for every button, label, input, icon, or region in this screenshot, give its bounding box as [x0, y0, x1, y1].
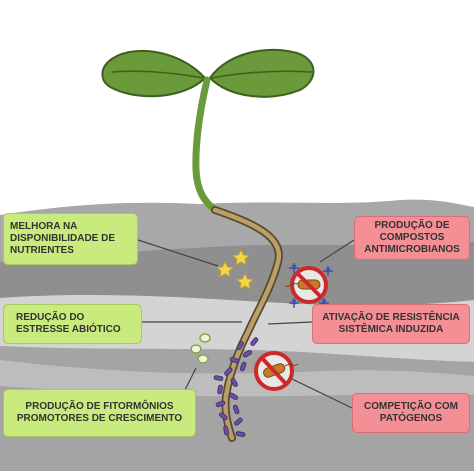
bacteria-rod — [215, 400, 226, 408]
star-icon — [216, 261, 234, 278]
bacteria-rod — [250, 337, 259, 346]
star-icon — [236, 273, 254, 290]
label-line: ANTIMICROBIANOS — [364, 244, 460, 255]
hormone-bubble — [190, 344, 202, 354]
no-entry-icon — [284, 266, 328, 304]
label-line: PRODUÇÃO DE FITORMÔNIOS — [25, 401, 174, 412]
label-induced-resistance: ATIVAÇÃO DE RESISTÊNCIA SISTÊMICA INDUZI… — [312, 304, 470, 344]
bacteria-rod — [228, 392, 238, 400]
connector-antimicrobial — [319, 239, 355, 263]
bacteria-flagellum — [284, 363, 299, 367]
label-line: SISTÊMICA INDUZIDA — [338, 324, 444, 335]
root-bacteria-cluster — [213, 337, 259, 437]
compound-spike — [289, 298, 299, 308]
compound-spike — [323, 266, 333, 276]
soil-lower-light — [0, 360, 474, 397]
nutrient-stars — [216, 249, 254, 290]
bacteria-rod — [223, 425, 229, 436]
star-icon — [232, 249, 250, 266]
label-line: NUTRIENTES — [10, 245, 74, 256]
bacteria-rod — [213, 375, 224, 381]
bacteria-rod — [242, 350, 252, 358]
connector-nutrients — [137, 239, 219, 267]
compound-spike — [319, 298, 329, 308]
label-line: PRODUÇÃO DE — [374, 220, 450, 231]
label-nutrient-availability: MELHORA NA DISPONIBILIDADE DE NUTRIENTES — [3, 213, 138, 265]
seedling-leaves — [101, 48, 315, 98]
plant-stem — [192, 76, 219, 214]
bacteria-rod — [236, 341, 244, 351]
connector-lines — [137, 239, 355, 409]
right-leaf — [208, 48, 315, 98]
right-leaf-vein — [211, 70, 313, 79]
bacteria-rod — [235, 431, 246, 437]
label-phytohormones: PRODUÇÃO DE FITORMÔNIOS PROMOTORES DE CR… — [3, 389, 196, 437]
hormone-bubble — [199, 333, 211, 343]
bacteria-flagellum — [284, 283, 299, 287]
bacteria-rod — [217, 384, 223, 395]
bacteria-rod — [224, 367, 233, 376]
label-line: PROMOTORES DE CRESCIMENTO — [16, 413, 183, 424]
no-entry-icon — [254, 351, 299, 391]
connector-competition — [289, 377, 353, 409]
plant-root-inner — [212, 207, 282, 441]
phytohormone-bubbles — [190, 333, 211, 364]
connector-resistance — [267, 321, 313, 325]
label-abiotic-stress: REDUÇÃO DO ESTRESSE ABIÓTICO — [3, 304, 142, 344]
left-leaf-vein — [111, 70, 204, 79]
label-pathogen-competition: COMPETIÇÃO COM PATÓGENOS — [352, 393, 470, 433]
label-line: REDUÇÃO DO — [16, 312, 85, 323]
compound-spike — [289, 263, 299, 273]
label-line: PATÓGENOS — [379, 413, 443, 424]
label-line: ESTRESSE ABIÓTICO — [16, 324, 121, 335]
left-leaf — [101, 49, 207, 98]
bacteria-rod — [232, 404, 240, 415]
bacteria-rod — [230, 377, 238, 387]
hormone-bubble — [197, 354, 209, 364]
bacteria-rod — [229, 356, 240, 364]
bacteria-rod — [234, 417, 243, 426]
bacteria-rod — [239, 361, 247, 372]
label-line: MELHORA NA — [10, 221, 78, 232]
label-line: COMPETIÇÃO COM — [364, 401, 458, 412]
label-line: COMPOSTOS — [379, 232, 445, 243]
bacteria-rod — [219, 412, 228, 421]
no-entry-slash — [295, 271, 323, 299]
label-line: DISPONIBILIDADE DE — [10, 233, 116, 244]
label-antimicrobial-compounds: PRODUÇÃO DE COMPOSTOS ANTIMICROBIANOS — [354, 216, 470, 260]
label-line: ATIVAÇÃO DE RESISTÊNCIA — [322, 312, 460, 323]
antimicrobial-compounds — [289, 263, 333, 308]
no-entry-slash — [260, 356, 288, 386]
